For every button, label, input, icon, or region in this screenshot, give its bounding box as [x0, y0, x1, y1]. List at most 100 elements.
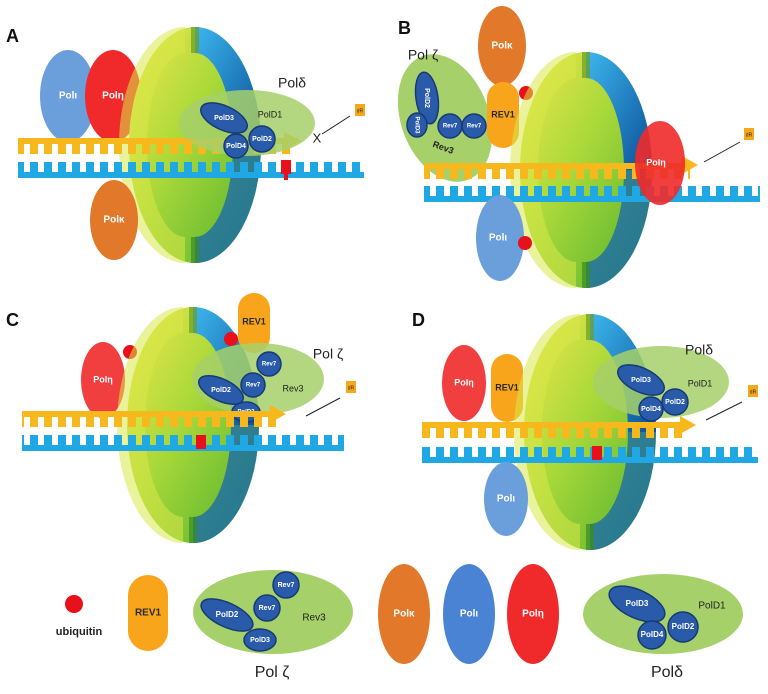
pold4-label: PolD4	[641, 406, 661, 413]
poli-label: Polι	[59, 91, 78, 102]
damage-arrow	[703, 141, 741, 163]
poleta-legend-label: Polη	[522, 609, 544, 620]
pold2-legend-label: PolD2	[216, 610, 239, 619]
panel-label-b: B	[398, 18, 411, 38]
pold4-legend-label: PolD4	[641, 630, 664, 639]
panel-b: B Polκ Pol ζ PolD2 PolD3 Rev7 Rev7 Rev3 …	[397, 6, 760, 288]
pold4-subunit	[223, 133, 249, 159]
polkappa-protein	[478, 6, 526, 86]
dna-lesion	[592, 446, 602, 460]
poli-protein	[484, 462, 528, 536]
pold2-subunit	[661, 388, 689, 416]
primer-arrow	[680, 416, 696, 434]
panel-label-c: C	[6, 310, 19, 330]
pol-delta-title: Polδ	[278, 75, 306, 91]
rev7-subunit	[461, 113, 487, 139]
polkappa-legend-shape	[378, 564, 430, 664]
pold2-legend-label: PolD2	[672, 622, 695, 631]
poleta-label: Polη	[646, 157, 666, 167]
rev7-label: Rev7	[443, 124, 458, 130]
rev7-label: Rev7	[467, 124, 482, 130]
rev7-label: Rev7	[246, 383, 261, 389]
poli-label: Polι	[489, 233, 508, 244]
poleta-label: Polη	[454, 377, 474, 387]
dna-damage-tag	[744, 128, 754, 140]
poleta-protein	[81, 342, 125, 418]
pold1-label: PolD1	[688, 378, 713, 388]
pold4-subunit	[638, 396, 664, 422]
primer-strand	[422, 422, 688, 428]
poli-protein	[40, 50, 96, 142]
poleta-legend-shape	[507, 564, 559, 664]
poleta-label: Polη	[93, 374, 113, 384]
poli-legend-label: Polι	[460, 609, 479, 620]
panel-label-d: D	[412, 310, 425, 330]
poli-legend-shape	[443, 564, 495, 664]
rev1-protein	[238, 293, 270, 353]
pol-zeta-title: Pol ζ	[408, 47, 438, 63]
primer-arrow	[682, 156, 698, 174]
dna-damage-tag	[355, 104, 365, 116]
primer-strand	[424, 163, 690, 169]
dna-lesion	[196, 435, 206, 449]
dna-damage-tag	[748, 385, 758, 397]
pold2-subunit	[198, 375, 244, 405]
pold3-label: PolD3	[631, 377, 651, 384]
panel-a: A Polι Polη Polκ Polδ PolD1 PolD3 PolD2 …	[6, 26, 365, 263]
rev1-label: REV1	[495, 382, 519, 392]
dna-damage-tag-label: dR	[746, 132, 753, 138]
primer-arrow	[270, 405, 286, 423]
pold3-subunit	[200, 102, 248, 134]
rev7-label: Rev7	[262, 362, 277, 368]
pold3-legend-subunit	[608, 585, 666, 623]
pold2-label: PolD2	[665, 399, 685, 406]
pol-zeta-legend-title: Pol ζ	[255, 664, 290, 681]
ubiquitin	[224, 332, 238, 346]
template-strand	[422, 457, 758, 463]
pold3-label: PolD3	[214, 115, 234, 122]
damage-arrow	[305, 397, 341, 417]
rev7-subunit	[256, 351, 282, 377]
polkappa-protein	[90, 180, 138, 260]
rev1-protein	[491, 354, 523, 422]
dna-lesion	[281, 160, 291, 174]
rev1-protein	[487, 82, 519, 148]
pold1-legend-label: PolD1	[698, 601, 726, 612]
panel-c: C Polη REV1 Pol ζ Rev3 Rev7 Rev7 PolD2 P…	[6, 293, 356, 543]
dna-damage-tag-label: dR	[348, 385, 355, 391]
pold2-legend-subunit	[667, 611, 699, 643]
pold2-label: PolD2	[423, 88, 430, 108]
pold3-label: PolD3	[413, 116, 419, 134]
rev7-subunit	[240, 372, 266, 398]
poleta-label: Polη	[102, 91, 124, 102]
pold3-subunit	[617, 364, 665, 396]
rev7-legend-label: Rev7	[278, 582, 295, 589]
rev7-legend-label: Rev7	[259, 605, 276, 612]
rev7-legend-subunit	[253, 594, 281, 622]
ubiquitin-legend-icon	[65, 595, 83, 613]
template-strand	[18, 172, 364, 178]
pold1-label: PolD1	[258, 109, 283, 119]
rev7-legend-subunit	[272, 571, 300, 599]
pol-delta-legend-title: Polδ	[651, 664, 683, 681]
pold2-label: PolD2	[252, 136, 272, 143]
template-strand	[424, 196, 760, 202]
legend: ubiquitin REV1 Rev3 Rev7 Rev7 PolD2 PolD…	[56, 564, 743, 681]
pold2-legend-subunit	[200, 598, 254, 632]
rev1-label: REV1	[491, 109, 515, 119]
panel-d: D Polη REV1 Polδ PolD1 PolD3 PolD2 PolD4…	[412, 310, 758, 550]
dna-damage-tag-label: dR	[357, 108, 364, 114]
polkappa-label: Polκ	[103, 215, 125, 226]
pold3-legend-label: PolD3	[626, 599, 649, 608]
pold3-legend-subunit	[243, 628, 277, 652]
pold2-subunit	[248, 125, 276, 153]
template-strand	[22, 445, 344, 451]
ubiquitin	[518, 236, 532, 250]
rev1-legend-label: REV1	[135, 608, 162, 619]
damage-arrow	[321, 115, 351, 135]
poleta-protein	[635, 121, 685, 205]
primer-strand	[18, 138, 290, 144]
ubiquitin-legend-label: ubiquitin	[56, 626, 103, 638]
pold3-legend-label: PolD3	[250, 637, 270, 644]
